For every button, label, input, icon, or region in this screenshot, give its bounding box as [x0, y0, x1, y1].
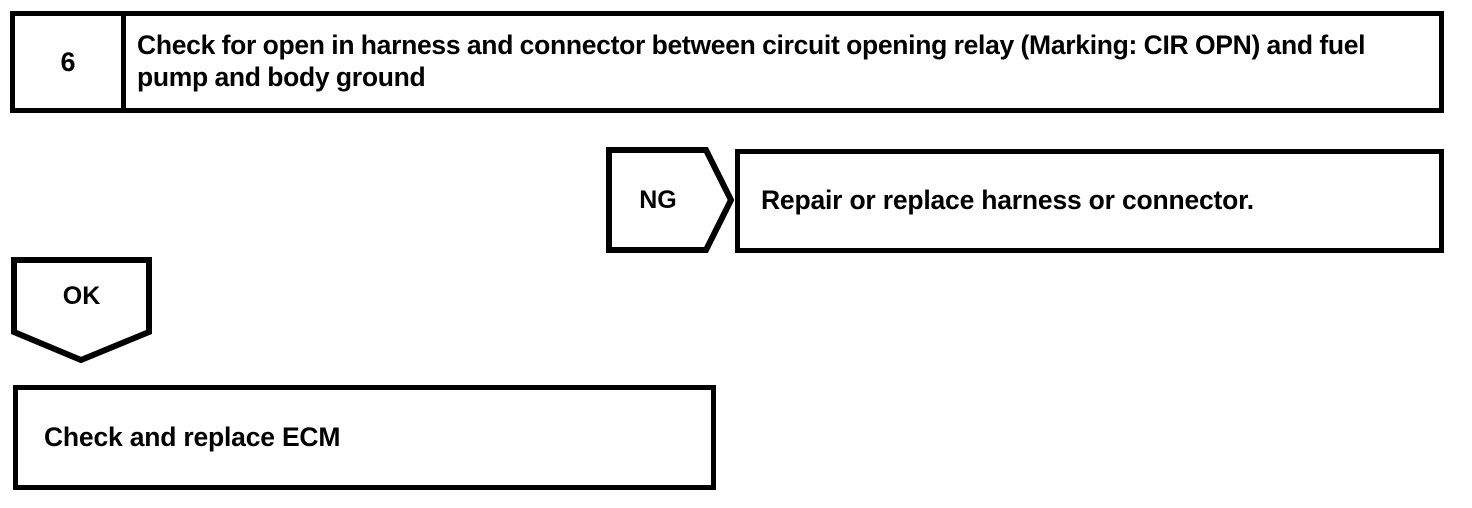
step-6-box: 6 Check for open in harness and connecto…: [10, 11, 1444, 113]
step-number: 6: [60, 46, 76, 77]
ok-result-box: Check and replace ECM: [13, 385, 716, 490]
ok-branch-arrow-icon: [11, 257, 152, 363]
step-number-cell: 6: [15, 16, 126, 108]
ng-branch-arrow-icon: [606, 147, 734, 253]
ok-result-text: Check and replace ECM: [44, 421, 341, 452]
step-instruction-cell: Check for open in harness and connector …: [126, 16, 1439, 108]
ng-result-text: Repair or replace harness or connector.: [761, 185, 1254, 216]
ng-result-box: Repair or replace harness or connector.: [735, 149, 1444, 253]
step-instruction-text: Check for open in harness and connector …: [137, 30, 1366, 92]
